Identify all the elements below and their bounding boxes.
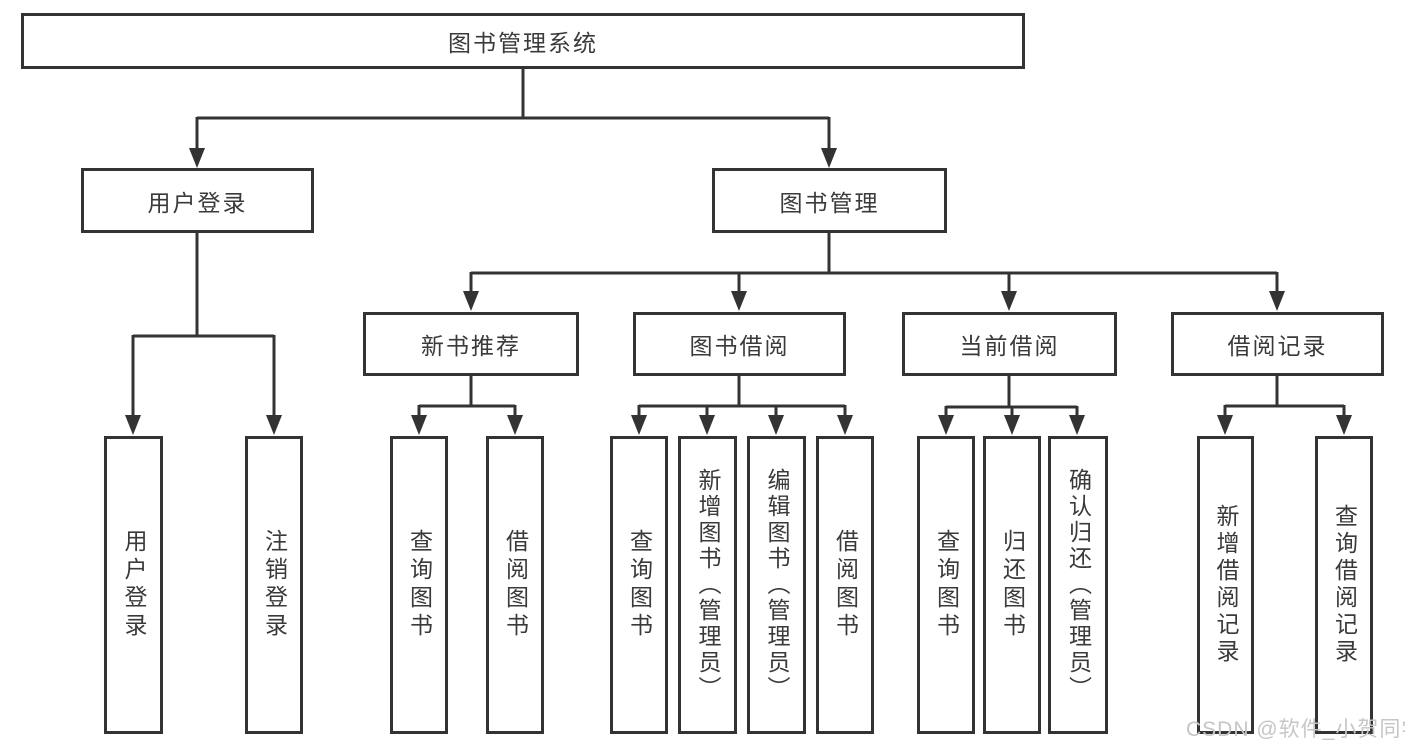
connector-current-borrow-children (944, 376, 1079, 419)
connector-root-to-level2 (195, 69, 831, 151)
leaf-br-add-record: 新增借阅记录 (1197, 436, 1254, 734)
arrowheads-new-book-rec-children (411, 415, 523, 435)
leaf-cb-return-book: 归还图书 (983, 436, 1041, 734)
leaf-bb-query-book: 查询图书 (610, 436, 668, 734)
arrowheads-book-mgmt-children (463, 291, 1285, 311)
leaf-br-query-record: 查询借阅记录 (1315, 436, 1373, 734)
connector-borrow-records-children (1223, 376, 1346, 419)
leaf-rec-query-book: 查询图书 (390, 436, 448, 734)
arrowheads-level2 (189, 148, 837, 168)
leaf-cb-query-book: 查询图书 (917, 436, 975, 734)
leaf-bb-add-book: 新增图书（管理员） (678, 436, 737, 734)
leaf-cb-confirm-return: 确认归还（管理员） (1048, 436, 1108, 734)
node-book-borrow: 图书借阅 (633, 312, 846, 376)
leaf-logout: 注销登录 (245, 436, 303, 734)
node-current-borrow: 当前借阅 (902, 312, 1117, 376)
node-user-login: 用户登录 (81, 168, 314, 233)
node-root: 图书管理系统 (21, 13, 1025, 69)
node-book-mgmt: 图书管理 (712, 168, 947, 233)
arrowheads-current-borrow-children (938, 415, 1085, 435)
leaf-bb-edit-book: 编辑图书（管理员） (747, 436, 806, 734)
arrowheads-borrow-records-children (1217, 415, 1352, 435)
arrowheads-user-login-children (125, 415, 282, 435)
leaf-bb-borrow-book: 借阅图书 (816, 436, 874, 734)
arrowheads-book-borrow-children (631, 415, 853, 435)
node-new-book-rec: 新书推荐 (363, 312, 579, 376)
leaf-user-login: 用户登录 (104, 436, 163, 734)
connector-user-login-children (131, 233, 276, 418)
connector-new-book-rec-children (417, 376, 517, 419)
csdn-watermark: CSDN @软件_小贺同学 (1186, 718, 1405, 741)
connector-book-mgmt-children (469, 233, 1279, 295)
connector-book-borrow-children (637, 376, 847, 419)
leaf-rec-borrow-book: 借阅图书 (486, 436, 544, 734)
node-borrow-records: 借阅记录 (1171, 312, 1384, 376)
